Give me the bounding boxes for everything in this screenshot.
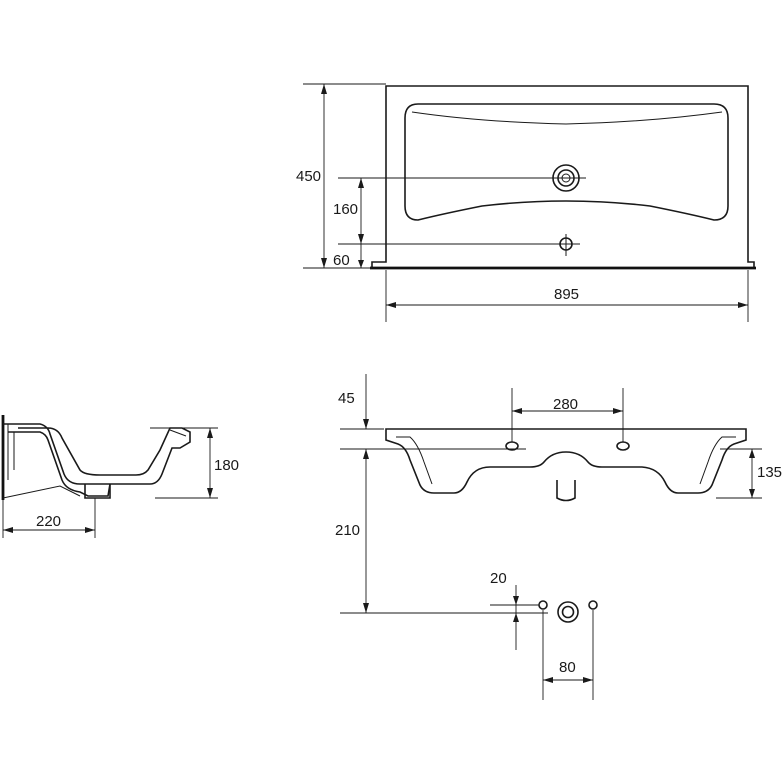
dim-label-60: 60 — [333, 252, 350, 269]
basin-outline — [371, 85, 755, 269]
front-view: 45 210 280 135 20 80 — [335, 374, 782, 700]
waste-outlet-icon — [538, 600, 598, 623]
side-section-view: 180 220 — [1, 415, 239, 538]
front-drain-spigot — [556, 480, 576, 502]
dim-label-20: 20 — [490, 570, 507, 587]
dim-label-180: 180 — [214, 457, 239, 474]
dim-label-895: 895 — [554, 286, 579, 303]
section-drain — [84, 484, 111, 499]
tap-hole-icon — [556, 234, 576, 256]
bowl-inner-shadow — [411, 111, 723, 125]
dim-label-45: 45 — [338, 390, 355, 407]
dim-label-450: 450 — [296, 168, 321, 185]
front-outline — [385, 428, 747, 494]
dim-label-220: 220 — [36, 513, 61, 530]
section-outer — [3, 423, 191, 485]
dim-label-80: 80 — [559, 659, 576, 676]
dim-label-280: 280 — [553, 396, 578, 413]
bowl-outline — [404, 103, 729, 221]
bracket-hole-right — [616, 441, 630, 451]
dim-label-135: 135 — [757, 464, 782, 481]
front-inner-lip — [396, 436, 736, 485]
section-rim-detail — [7, 424, 187, 480]
top-view: 450 160 60 895 — [296, 83, 756, 322]
dim-label-160: 160 — [333, 201, 358, 218]
section-inner — [8, 431, 111, 497]
section-lower-edge — [2, 485, 81, 499]
dim-label-210: 210 — [335, 522, 360, 539]
